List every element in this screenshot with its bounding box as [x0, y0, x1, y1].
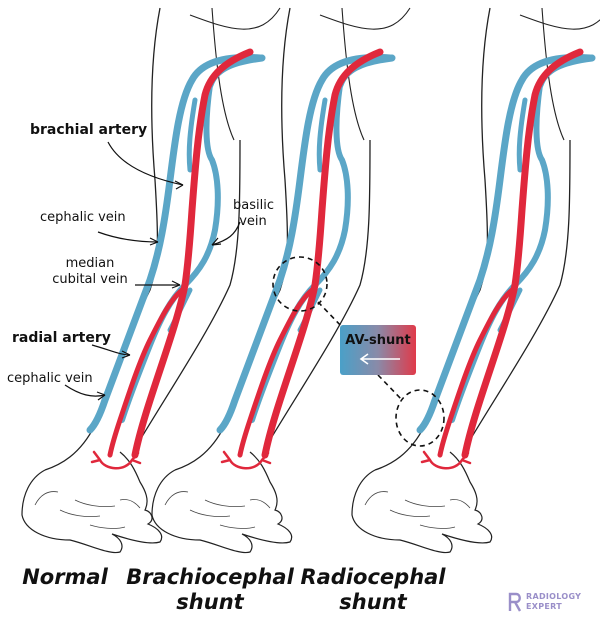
logo-mark-icon — [508, 592, 522, 612]
caption-normal: Normal — [22, 565, 108, 589]
label-median-cubital-1: median — [65, 256, 115, 271]
label-basilic-vein-2: vein — [239, 214, 267, 229]
arm-radiocephal — [352, 8, 600, 553]
caption-brachiocephal-1: Brachiocephal — [126, 565, 294, 589]
label-brachial-artery: brachial artery — [30, 122, 148, 138]
caption-radiocephal-2: shunt — [339, 590, 407, 614]
label-radial-artery: radial artery — [12, 330, 111, 346]
label-arrows — [64, 141, 241, 401]
logo-line-1: RADIOLOGY — [526, 592, 582, 601]
av-shunt-box: AV-shunt — [340, 325, 416, 375]
logo-line-2: EXPERT — [526, 602, 563, 611]
label-cephalic-vein-upper: cephalic vein — [40, 210, 126, 225]
label-median-cubital-2: cubital vein — [52, 272, 128, 287]
caption-radiocephal-1: Radiocephal — [300, 565, 446, 589]
av-shunt-label: AV-shunt — [345, 333, 411, 348]
caption-brachiocephal-2: shunt — [176, 590, 244, 614]
label-basilic-vein-1: basilic — [233, 198, 274, 213]
label-cephalic-vein-lower: cephalic vein — [7, 371, 93, 386]
left-arrow-icon — [359, 353, 400, 365]
shunt-markers — [272, 256, 445, 447]
